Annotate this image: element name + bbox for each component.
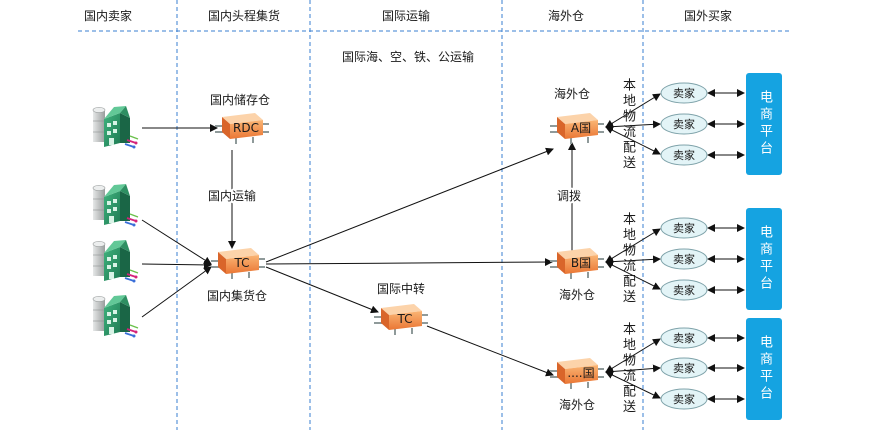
buyer-node: 卖家 bbox=[660, 113, 708, 135]
transit-tc-node-label: TC bbox=[396, 312, 412, 326]
arrow-b-to-buyer-3 bbox=[605, 261, 661, 290]
arrow-b-to-buyer-2 bbox=[605, 255, 661, 266]
arrow-seller2-to-tc bbox=[141, 219, 212, 265]
header-first-leg: 国内头程集货 bbox=[208, 8, 280, 23]
buyer-label: 卖家 bbox=[673, 361, 695, 375]
arrow-transit-to-warehouse-c bbox=[426, 325, 554, 377]
tc-node-label: TC bbox=[233, 256, 249, 270]
warehouse-b-node-label: B国 bbox=[571, 256, 591, 270]
arrow-tc-to-warehouse-a bbox=[265, 147, 554, 263]
buyer-node: 卖家 bbox=[660, 248, 708, 270]
arrow-seller3-to-tc bbox=[141, 260, 212, 269]
warehouse-a-node-label: A国 bbox=[571, 121, 591, 135]
warehouse-c-node-label: ....国 bbox=[567, 366, 594, 380]
stage-labels: 国内储存仓 国内运输 国内集货仓 国际海、空、铁、公运输 国际中转 海外仓 海外… bbox=[206, 49, 595, 412]
arrow-a-to-buyer-3 bbox=[605, 126, 661, 155]
domestic-transport-label: 国内运输 bbox=[208, 188, 256, 203]
buyer-node: 卖家 bbox=[660, 357, 708, 379]
arrow-tc-to-warehouse-b bbox=[265, 258, 553, 267]
header-overseas-buyer: 国外买家 bbox=[684, 8, 732, 23]
arrow-c-to-buyer-2 bbox=[605, 364, 661, 376]
ecommerce-platform-c: 电商平台 bbox=[746, 318, 782, 420]
header-domestic-seller: 国内卖家 bbox=[84, 8, 132, 23]
transfer-label: 调拨 bbox=[557, 189, 581, 203]
overseas-buyers: 卖家 卖家 卖家 卖家 卖家 卖家 bbox=[660, 82, 708, 410]
storage-warehouse-label: 国内储存仓 bbox=[210, 92, 270, 107]
buyer-node: 卖家 bbox=[660, 327, 708, 349]
buyer-label: 卖家 bbox=[673, 252, 695, 266]
buyer-node: 卖家 bbox=[660, 279, 708, 301]
buyer-node: 卖家 bbox=[660, 388, 708, 410]
buyer-label: 卖家 bbox=[673, 117, 695, 131]
platform-label: 电商平台 bbox=[757, 225, 772, 293]
consolidation-warehouse-label: 国内集货仓 bbox=[207, 288, 267, 303]
header-overseas-warehouse: 海外仓 bbox=[548, 8, 584, 23]
column-headers: 国内卖家 国内头程集货 国际运输 海外仓 国外买家 bbox=[84, 8, 732, 23]
arrow-a-to-buyer-2 bbox=[605, 120, 661, 131]
local-delivery-label-a: 本地物流配送 bbox=[620, 78, 635, 171]
flow-arrows bbox=[141, 89, 745, 403]
buyer-node: 卖家 bbox=[660, 217, 708, 239]
buyer-label: 卖家 bbox=[673, 392, 695, 406]
warehouse-nodes: RDC TC TC A国 B国 ....国 bbox=[210, 112, 605, 390]
international-modes-label: 国际海、空、铁、公运输 bbox=[342, 49, 474, 64]
warehouse-b-caption: 海外仓 bbox=[559, 287, 595, 302]
buyer-label: 卖家 bbox=[673, 283, 695, 297]
arrow-c-to-buyer-3 bbox=[605, 371, 661, 399]
factory-icon bbox=[92, 183, 139, 227]
factory-icon bbox=[92, 239, 139, 283]
rdc-node-label: RDC bbox=[233, 121, 259, 135]
ecommerce-platform-b: 电商平台 bbox=[746, 208, 782, 310]
platform-label: 电商平台 bbox=[757, 335, 772, 403]
arrow-tc-to-transit bbox=[265, 266, 379, 314]
buyer-label: 卖家 bbox=[673, 148, 695, 162]
local-delivery-label-b: 本地物流配送 bbox=[620, 212, 635, 305]
header-international-shipping: 国际运输 bbox=[382, 8, 430, 23]
buyer-label: 卖家 bbox=[673, 331, 695, 345]
warehouse-a-caption: 海外仓 bbox=[554, 86, 590, 101]
local-delivery-label-c: 本地物流配送 bbox=[620, 322, 635, 415]
warehouse-c-caption: 海外仓 bbox=[559, 397, 595, 412]
buyer-node: 卖家 bbox=[660, 144, 708, 166]
international-transit-label: 国际中转 bbox=[377, 281, 425, 296]
arrow-seller4-to-tc bbox=[141, 266, 212, 318]
buyer-node: 卖家 bbox=[660, 82, 708, 104]
buyer-label: 卖家 bbox=[673, 221, 695, 235]
domestic-sellers bbox=[92, 105, 139, 338]
ecommerce-platform-a: 电商平台 bbox=[746, 73, 782, 175]
factory-icon bbox=[92, 105, 139, 149]
platform-label: 电商平台 bbox=[757, 90, 772, 158]
factory-icon bbox=[92, 294, 139, 338]
buyer-label: 卖家 bbox=[673, 86, 695, 100]
